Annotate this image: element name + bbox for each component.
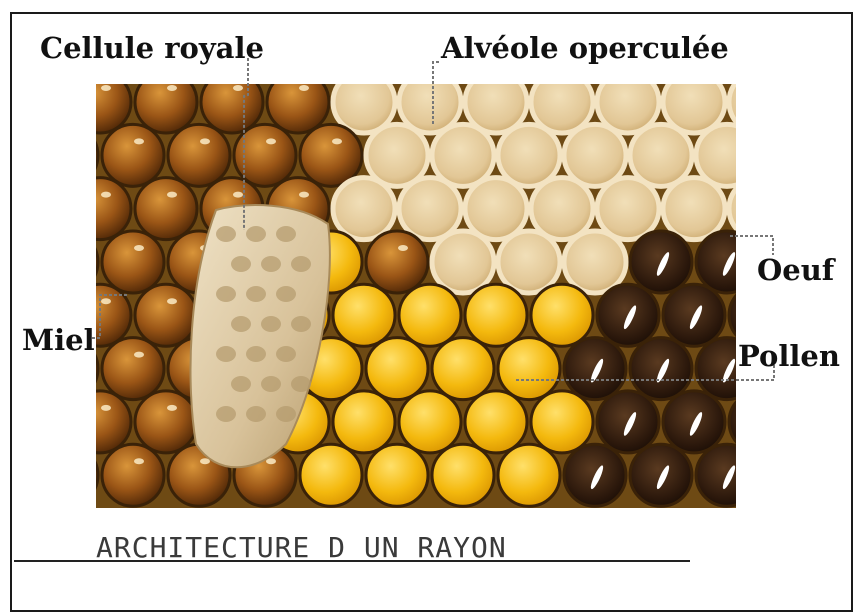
royal-cell-pit: [276, 346, 296, 362]
comb-cell-honey: [135, 178, 197, 240]
royal-cell-pit: [216, 406, 236, 422]
label-alveole-operculee: Alvéole operculée: [441, 34, 729, 63]
royal-cell-pit: [216, 286, 236, 302]
comb-cell-pollen: [498, 338, 560, 400]
honey-highlight: [101, 192, 111, 198]
royal-cell-pit: [291, 316, 311, 332]
comb-cell-capped: [597, 178, 659, 240]
honey-highlight: [101, 405, 111, 411]
comb-cell-capped: [333, 178, 395, 240]
comb-cell-honey: [168, 124, 230, 186]
comb-cell-capped: [465, 178, 527, 240]
comb-cell-pollen: [300, 444, 362, 506]
comb-cell-honey: [366, 231, 428, 293]
comb-cell-honey: [102, 231, 164, 293]
label-pollen: Pollen: [738, 342, 840, 371]
comb-cell-honey: [135, 391, 197, 453]
honey-highlight: [167, 405, 177, 411]
honey-highlight: [167, 85, 177, 91]
royal-cell-pit: [231, 316, 251, 332]
comb-cell-pollen: [432, 444, 494, 506]
royal-cell-pit: [276, 406, 296, 422]
comb-cell-honey: [135, 284, 197, 346]
royal-cell-pit: [216, 346, 236, 362]
comb-cell-capped: [564, 124, 626, 186]
honey-highlight: [233, 192, 243, 198]
comb-cell-capped: [366, 124, 428, 186]
comb-cell-capped: [498, 231, 560, 293]
royal-cell-pit: [246, 226, 266, 242]
royal-cell-pit: [246, 286, 266, 302]
label-oeuf: Oeuf: [757, 256, 834, 285]
honey-highlight: [332, 138, 342, 144]
royal-cell-pit: [261, 256, 281, 272]
honey-highlight: [398, 245, 408, 251]
comb-cell-capped: [531, 178, 593, 240]
honey-highlight: [101, 85, 111, 91]
honey-highlight: [200, 138, 210, 144]
comb-cell-pollen: [333, 391, 395, 453]
honey-highlight: [266, 138, 276, 144]
comb-cell-capped: [630, 124, 692, 186]
honey-highlight: [134, 458, 144, 464]
comb-cell-pollen: [366, 338, 428, 400]
comb-cell-pollen: [399, 391, 461, 453]
comb-cell-capped: [564, 231, 626, 293]
honey-highlight: [134, 138, 144, 144]
royal-cell-pit: [261, 376, 281, 392]
comb-cell-pollen: [465, 391, 527, 453]
royal-cell-pit: [276, 226, 296, 242]
label-cellule-royale: Cellule royale: [40, 34, 264, 63]
comb-cell-pollen: [333, 284, 395, 346]
honey-highlight: [299, 85, 309, 91]
caption-underline: [14, 560, 690, 562]
honey-highlight: [134, 245, 144, 251]
royal-cell-pit: [246, 406, 266, 422]
comb-cell-pollen: [498, 444, 560, 506]
comb-cell-capped: [663, 178, 725, 240]
royal-cell-pit: [291, 256, 311, 272]
honey-highlight: [299, 192, 309, 198]
honey-highlight: [167, 298, 177, 304]
honey-highlight: [167, 192, 177, 198]
comb-cell-capped: [498, 124, 560, 186]
comb-cell-pollen: [366, 444, 428, 506]
royal-cell-pit: [231, 376, 251, 392]
comb-cell-pollen: [432, 338, 494, 400]
royal-cell-pit: [291, 376, 311, 392]
royal-cell-pit: [216, 226, 236, 242]
comb-cell-honey: [102, 338, 164, 400]
royal-cell-pit: [276, 286, 296, 302]
honey-highlight: [233, 85, 243, 91]
comb-cell-pollen: [465, 284, 527, 346]
comb-cell-pollen: [531, 284, 593, 346]
comb-cell-honey: [102, 444, 164, 506]
royal-cell-pit: [246, 346, 266, 362]
honeycomb-illustration: [96, 84, 736, 508]
honey-highlight: [134, 352, 144, 358]
label-miel: Miel: [22, 326, 95, 355]
honey-highlight: [101, 298, 111, 304]
royal-cell-pit: [261, 316, 281, 332]
comb-cell-honey: [300, 124, 362, 186]
comb-cell-capped: [432, 124, 494, 186]
comb-cell-honey: [102, 124, 164, 186]
comb-cell-pollen: [399, 284, 461, 346]
royal-cell-pit: [231, 256, 251, 272]
comb-cell-pollen: [531, 391, 593, 453]
comb-cell-honey: [234, 124, 296, 186]
comb-cell-capped: [432, 231, 494, 293]
comb-cell-capped: [399, 178, 461, 240]
